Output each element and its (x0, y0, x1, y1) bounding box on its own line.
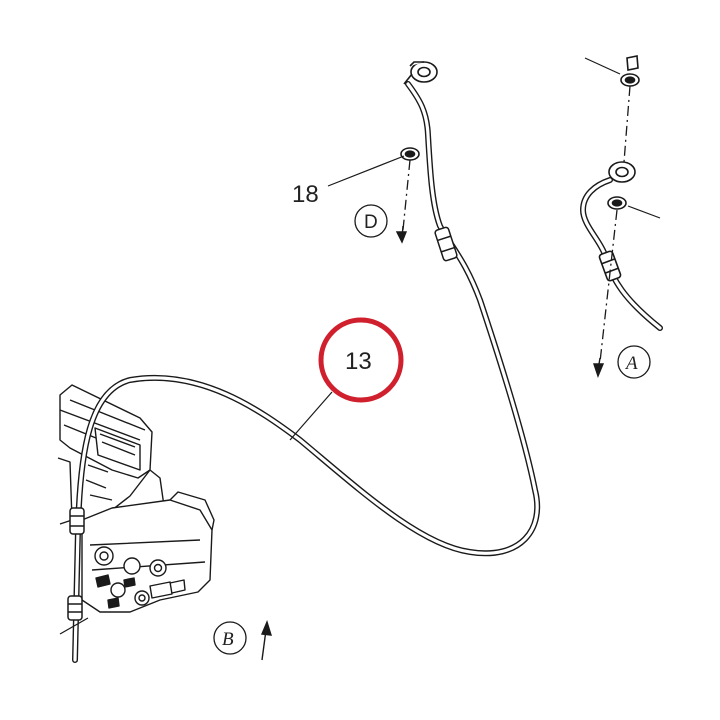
direction-label-a: A (624, 353, 638, 374)
secondary-banjo-fitting (598, 161, 636, 282)
arrow-down-icon (395, 231, 408, 244)
axis-lines (402, 85, 631, 363)
arrow-up-icon (260, 619, 272, 636)
direction-marker-b: B (213, 621, 247, 655)
secondary-washer (607, 73, 640, 210)
hose-ferrule (67, 226, 458, 621)
direction-marker-d: D (354, 204, 388, 238)
brake-hose (72, 81, 541, 663)
secondary-bolt-top (626, 55, 639, 71)
brake-caliper (57, 384, 215, 613)
direction-arrows (260, 225, 605, 661)
banjo-fitting (403, 61, 438, 85)
direction-label-b: B (222, 629, 234, 650)
callout-hose: 13 (345, 348, 372, 375)
callout-washer: 18 (292, 181, 319, 208)
direction-marker-a: A (617, 345, 651, 379)
arrow-down-icon (593, 363, 605, 378)
direction-label-d: D (364, 212, 378, 233)
callout-highlight-ring (318, 317, 404, 403)
secondary-hose-assembly (580, 177, 663, 331)
sealing-washer (400, 147, 420, 161)
leader-lines (59, 57, 661, 635)
